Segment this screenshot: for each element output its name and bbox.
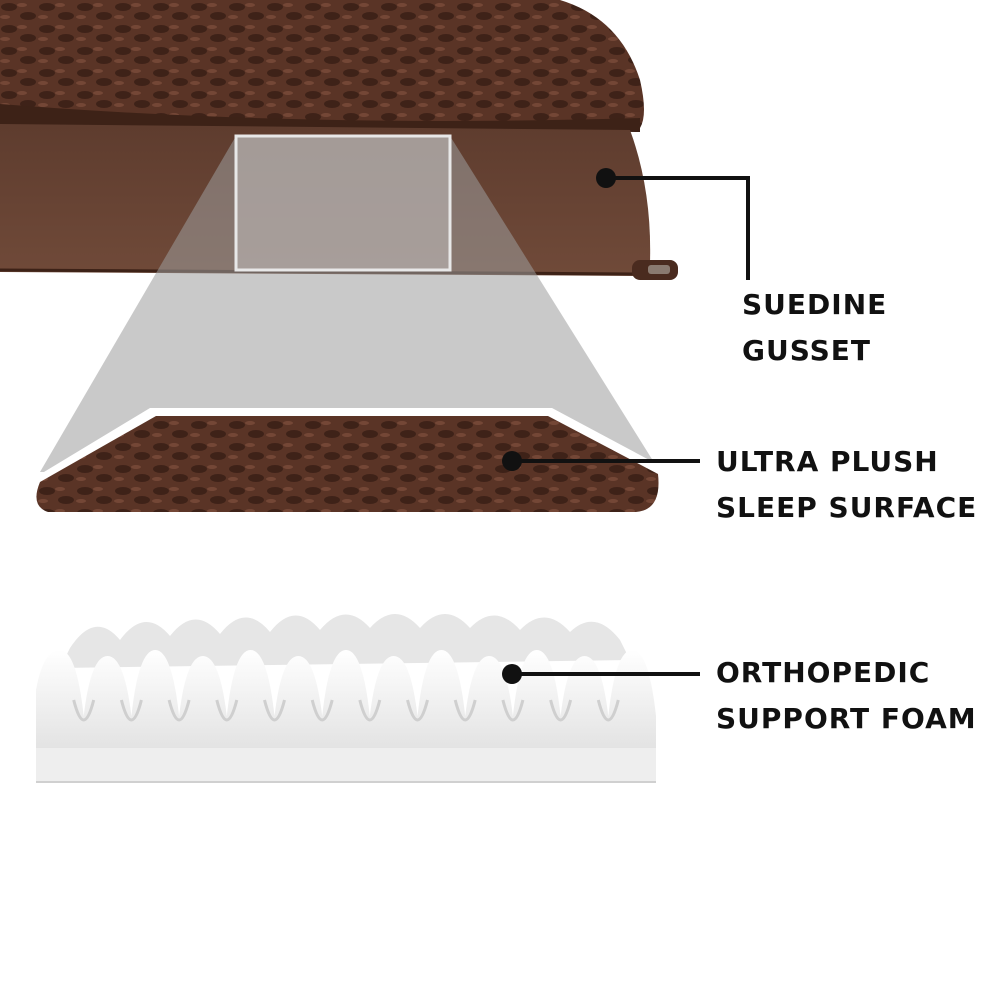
label-ultra-plush: ULTRA PLUSH SLEEP SURFACE — [716, 439, 977, 531]
magnifier-cone — [40, 136, 660, 472]
callout-orthopedic-foam — [502, 664, 700, 684]
callout-ultra-plush — [502, 451, 700, 471]
bed-fur-top — [0, 0, 644, 128]
foam-valley-shadow — [72, 699, 96, 722]
foam-front-peaks — [36, 650, 656, 752]
foam-valley-shadow — [549, 699, 573, 722]
foam-base — [36, 748, 656, 782]
foam-back-peaks — [60, 614, 630, 668]
magnifier-projection — [40, 134, 660, 472]
foam-valley-shadow — [310, 699, 334, 722]
foam-valley-shadow — [215, 699, 239, 722]
label-ultra-plush-line2: SLEEP SURFACE — [716, 491, 978, 524]
label-suedine-gusset-line2: GUSSET — [742, 334, 872, 367]
foam-valley-shadow — [501, 699, 525, 722]
foam-valley-shadow — [263, 699, 286, 722]
orthopedic-foam-slab — [36, 614, 656, 783]
ultra-plush-slab — [28, 408, 669, 518]
foam-valley-shadow — [358, 699, 382, 722]
callout-suedine-gusset — [596, 168, 750, 280]
label-orthopedic-foam: ORTHOPEDIC SUPPORT FOAM — [716, 650, 977, 742]
foam-valley-shadow — [596, 699, 620, 722]
label-suedine-gusset: SUEDINE GUSSET — [742, 282, 887, 374]
foam-valley-shadow — [406, 699, 429, 722]
foam-valley-shadow — [453, 699, 477, 722]
magnifier-window — [234, 134, 452, 272]
plush-slab-fur — [36, 416, 659, 512]
zipper-pull-icon — [648, 265, 670, 274]
label-ultra-plush-line1: ULTRA PLUSH — [716, 445, 939, 478]
bed-top-cushion — [0, 0, 644, 132]
label-suedine-gusset-line1: SUEDINE — [742, 288, 888, 321]
foam-valley-shadow — [119, 699, 143, 722]
foam-valley-shadow — [167, 699, 191, 722]
label-orthopedic-foam-line2: SUPPORT FOAM — [716, 702, 977, 735]
label-orthopedic-foam-line1: ORTHOPEDIC — [716, 656, 931, 689]
callout-lines — [502, 168, 750, 684]
foam-valley-shadows — [72, 699, 620, 722]
callout-line-gusset — [606, 176, 750, 280]
bed-fur-edge — [0, 104, 640, 132]
